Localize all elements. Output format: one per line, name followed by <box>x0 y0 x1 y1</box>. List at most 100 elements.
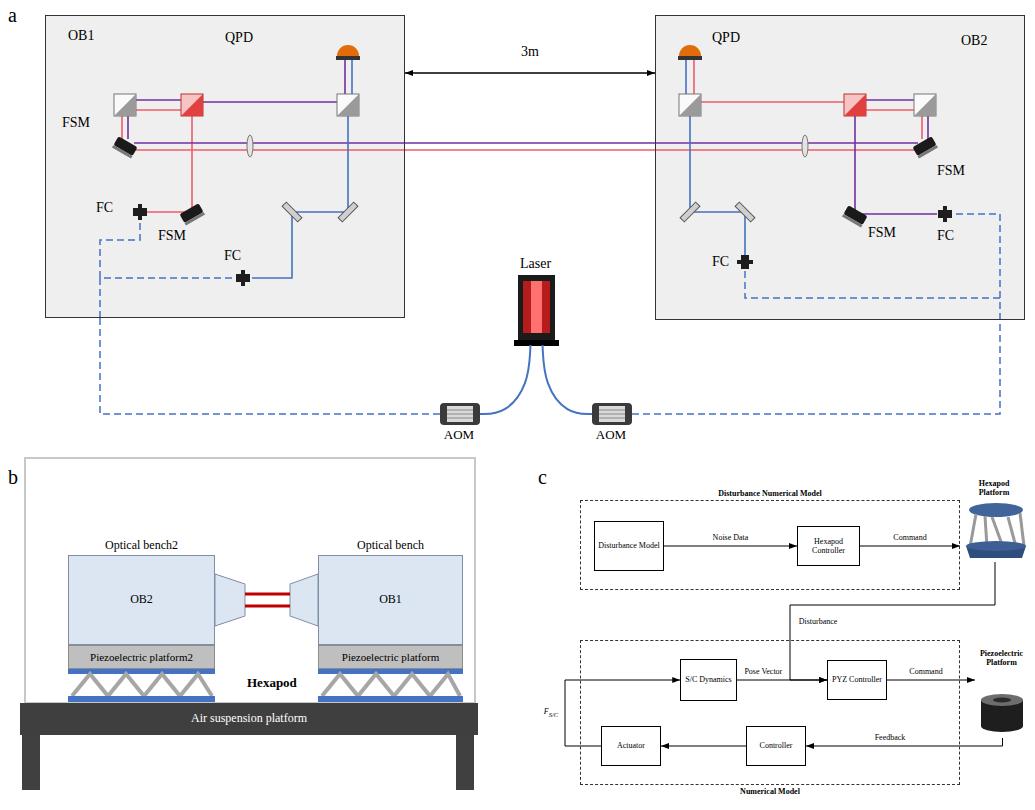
text-holder: Piezoelectric Platform <box>972 649 1032 667</box>
text-holder: Command <box>908 667 943 676</box>
beam-splitter <box>114 94 136 116</box>
text-holder: Command <box>892 533 927 542</box>
node-heading: Piezoelectric Platform <box>972 649 1032 667</box>
node-heading: OB2 <box>961 33 987 49</box>
connector-label: FS/C <box>543 707 560 718</box>
fiber-coupler <box>138 204 142 220</box>
process-box: PYZ Controller <box>827 660 887 700</box>
polarizing-beam-splitter <box>181 94 866 116</box>
connector <box>405 72 655 74</box>
fixed-mirror <box>680 202 700 222</box>
hexapod-truss <box>72 674 212 696</box>
panel-letter: b <box>8 466 18 489</box>
text-holder: FC <box>96 200 113 216</box>
connector-label: 3m <box>520 44 540 60</box>
laser-beam <box>127 116 129 139</box>
text-holder: FSM <box>868 225 896 241</box>
hexapod-truss <box>68 669 463 702</box>
box-text: Piezoelectric platform2 <box>90 651 193 664</box>
polarizing-beam-splitter <box>181 94 203 116</box>
box-text: Air suspension platform <box>191 712 307 726</box>
steering-mirror <box>179 203 205 225</box>
laser-beam <box>147 116 192 212</box>
process-box: Actuator <box>601 726 661 766</box>
polarizing-beam-splitter <box>181 94 203 116</box>
panel-letter: a <box>8 4 17 27</box>
laser-body <box>518 275 555 345</box>
steering-mirror <box>112 136 138 158</box>
node-heading: Numerical Model <box>660 787 880 796</box>
text-holder: Hexapod Platform <box>964 479 1024 497</box>
hexapod-picture <box>966 541 1026 551</box>
node-heading: Optical bench <box>311 539 471 553</box>
laser-beam <box>136 99 181 101</box>
text-holder: Piezoelectric platform2 <box>90 651 193 664</box>
hexapod-truss <box>318 696 463 702</box>
piezo-icon: Piezoelectric Platform <box>975 670 1030 738</box>
text-holder: Disturbance Numerical Model <box>660 489 880 498</box>
connector-label: Pose Vector <box>743 667 783 676</box>
bench-ground <box>655 15 1025 320</box>
box-text: Actuator <box>617 741 645 750</box>
text-holder: QPD <box>225 30 253 46</box>
aom-body <box>440 403 632 425</box>
laser-beam <box>351 60 353 94</box>
beam-splitter <box>914 94 936 116</box>
laser-beam <box>136 109 181 111</box>
beam-splitter <box>114 94 936 116</box>
fiber-inside-bench <box>100 221 140 278</box>
laser-body <box>514 340 559 346</box>
air-suspension-platform: Air suspension platform <box>20 703 478 735</box>
optical-bench-outline: OB1 <box>45 15 405 318</box>
laser-body <box>531 281 542 333</box>
connector <box>737 680 827 681</box>
box-text: Controller <box>760 741 793 750</box>
polarizing-beam-splitter <box>844 94 866 116</box>
part-label: FSM <box>937 163 965 179</box>
beam-splitter <box>914 94 936 116</box>
connector <box>664 546 797 547</box>
text-holder: Pose Vector <box>743 667 783 676</box>
quadrant-photodiode <box>336 45 360 60</box>
node-heading: Laser <box>501 256 571 272</box>
steering-mirror <box>184 212 205 226</box>
laser-beam <box>344 60 346 94</box>
hexapod-truss <box>322 674 460 696</box>
steering-mirror <box>912 136 938 158</box>
text-holder: S/C Dynamics <box>685 675 731 684</box>
text-holder: Disturbance Model <box>598 541 660 550</box>
fiber-coupler <box>133 204 952 286</box>
text-holder: Numerical Model <box>660 787 880 796</box>
lens <box>247 135 253 157</box>
beam-splitter <box>679 94 701 116</box>
fixed-mirror <box>282 202 755 222</box>
part-label: Hexapod <box>247 676 297 691</box>
laser-beam <box>927 116 929 139</box>
fixed-mirror <box>735 202 755 222</box>
connector <box>790 562 995 680</box>
steering-mirror <box>842 214 863 228</box>
model-group: Disturbance Numerical ModelDisturbance M… <box>580 500 960 590</box>
text-holder: Laser <box>501 256 571 272</box>
aom-device: AOM <box>440 403 480 425</box>
beam-splitter <box>114 94 136 116</box>
text-holder: AOM <box>586 428 636 443</box>
fiber-coupler <box>133 204 147 220</box>
beam-splitter <box>337 94 359 116</box>
laser-beam <box>693 60 695 94</box>
hexapod-picture <box>966 503 1026 558</box>
box-text: OB1 <box>379 593 402 607</box>
fiber-coupler <box>737 260 753 264</box>
fixed-mirror <box>282 202 302 222</box>
aom-body <box>592 403 632 425</box>
aom-device: AOM <box>592 403 632 425</box>
text-holder: OB2 <box>130 593 153 607</box>
fiber-coupler <box>241 270 245 286</box>
text-holder: OB2 <box>961 33 987 49</box>
bench-ground <box>45 15 405 318</box>
connector <box>860 546 960 547</box>
beam-splitter <box>337 94 359 116</box>
